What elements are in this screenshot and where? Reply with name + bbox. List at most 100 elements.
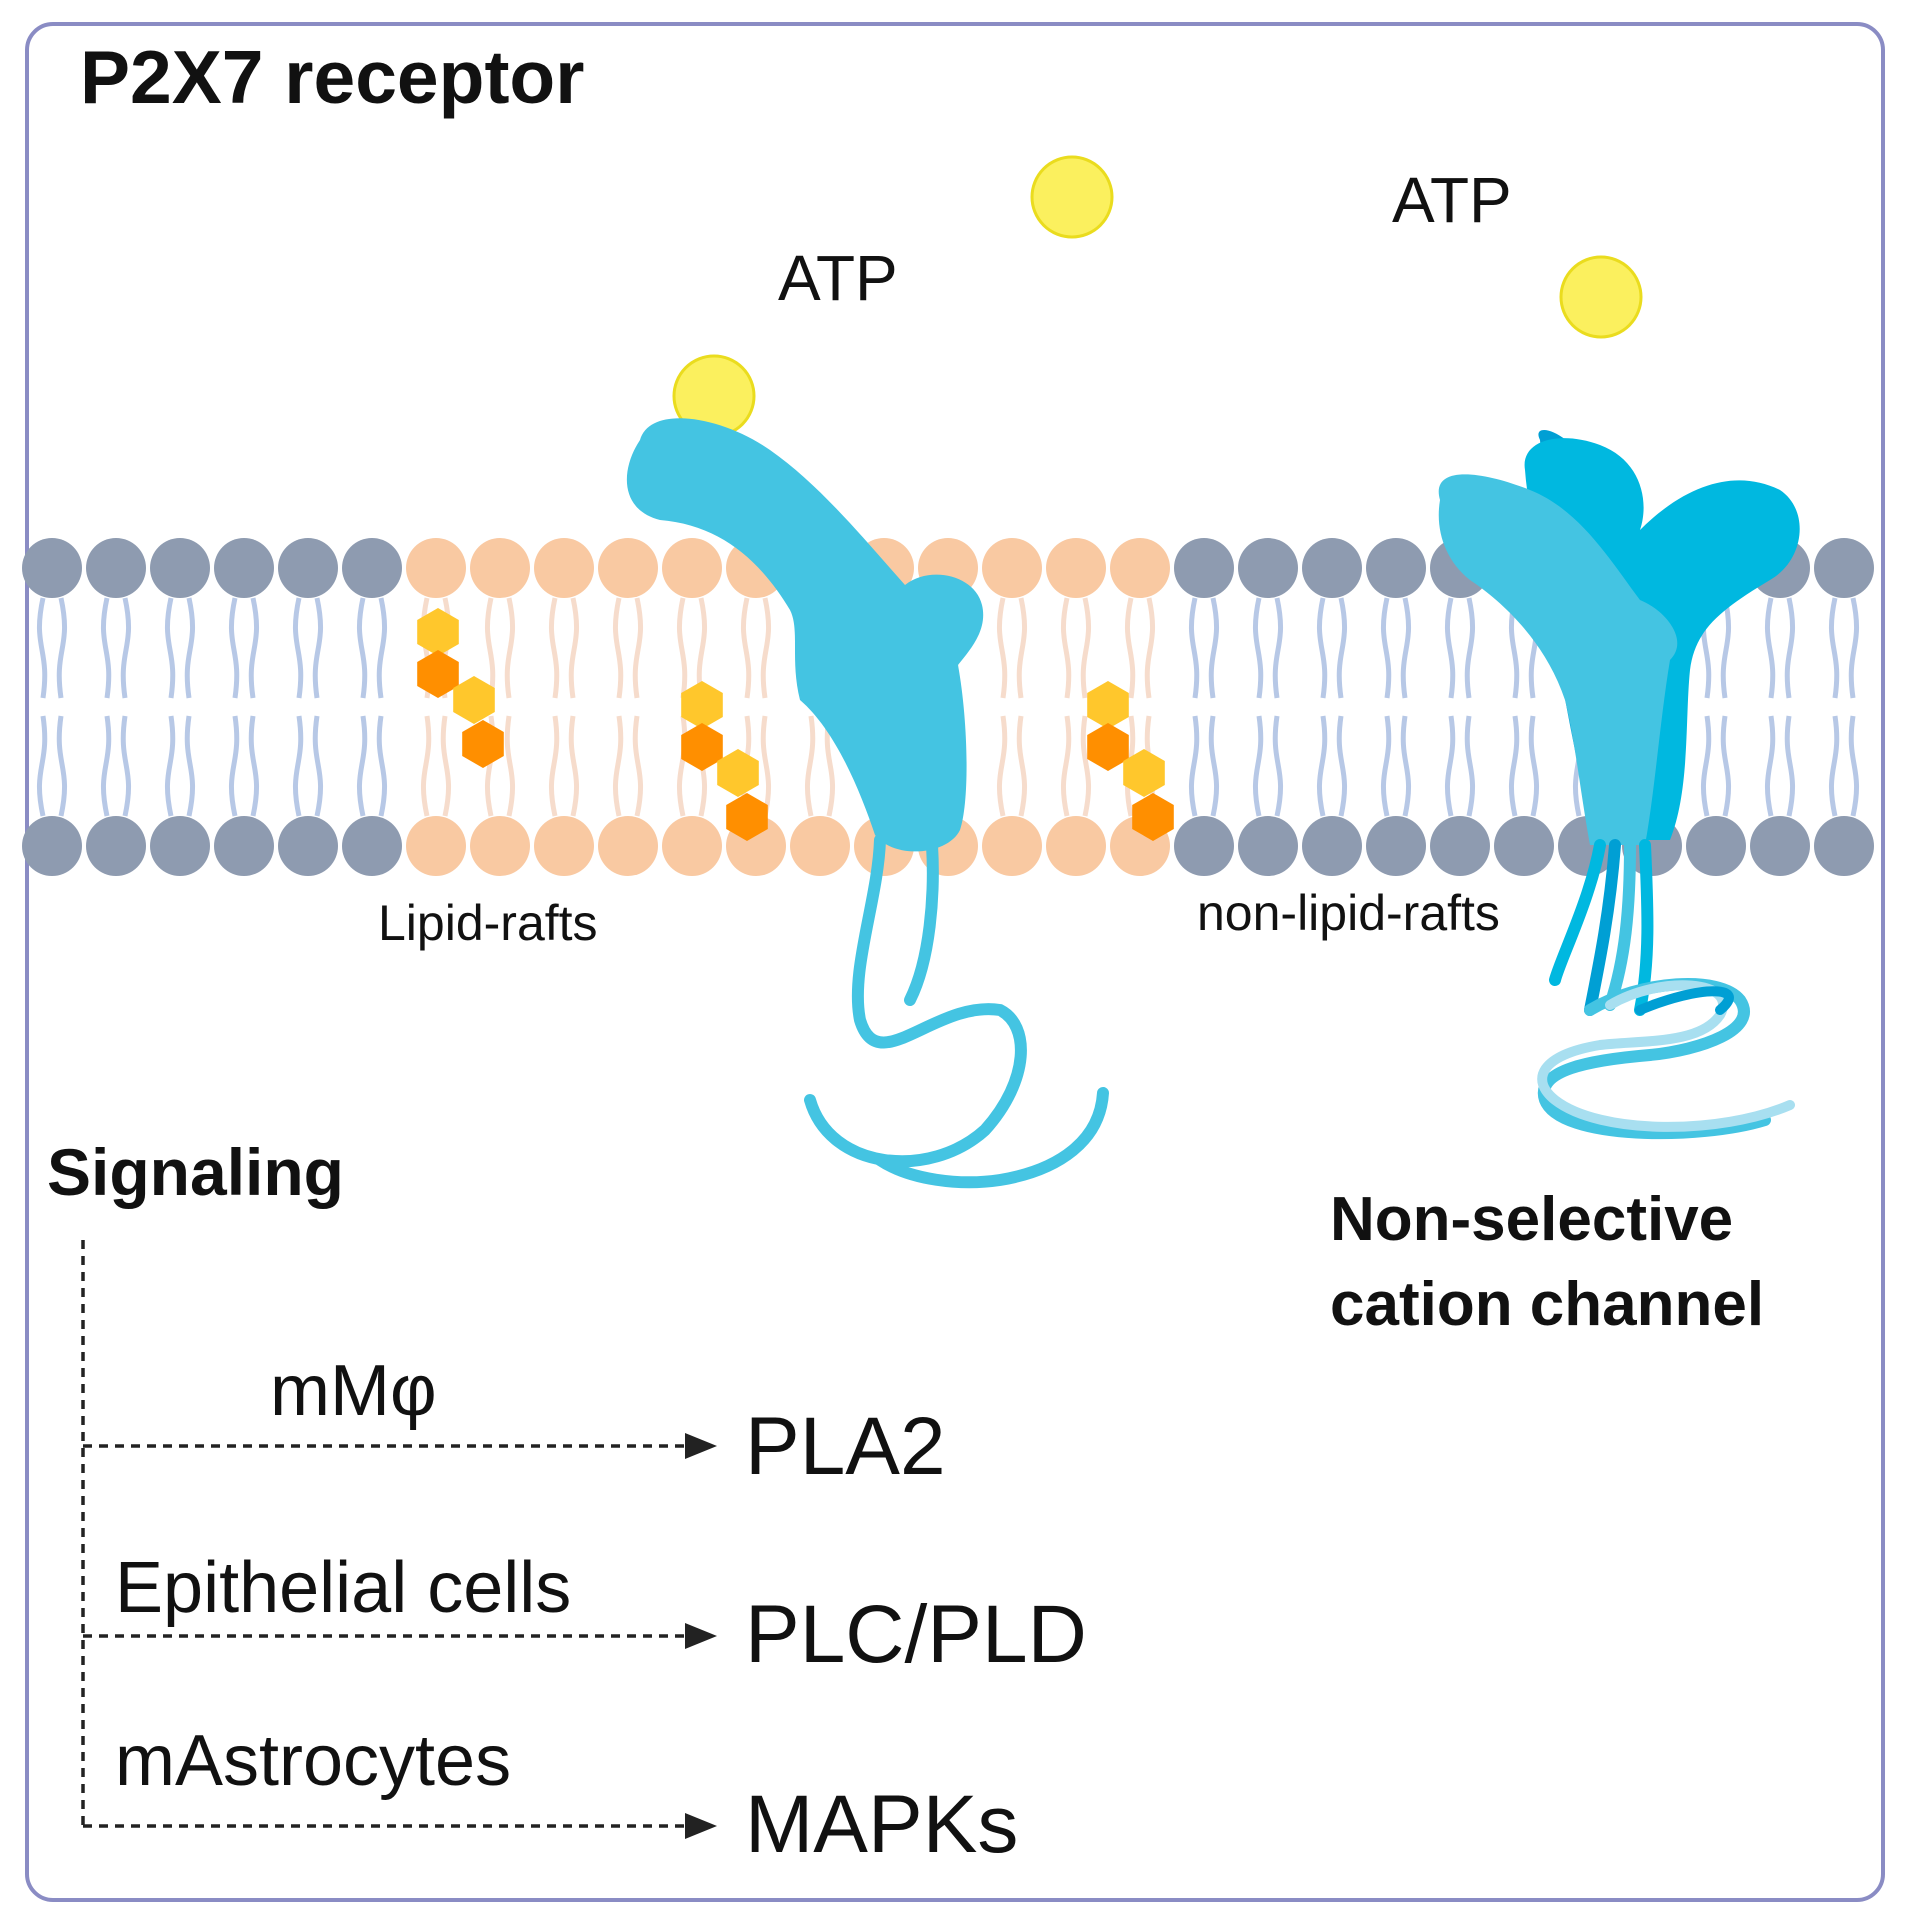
lipid-tail — [740, 597, 752, 699]
lipid-tail — [1316, 715, 1328, 817]
lipid-head — [86, 538, 146, 598]
lipid-tail — [228, 715, 240, 817]
cholesterol-ring — [453, 676, 495, 724]
lipid-tail — [1464, 597, 1476, 699]
lipid-tail — [1060, 597, 1072, 699]
lipid-tail — [1080, 597, 1092, 699]
lipid-tail — [228, 597, 240, 699]
lipid-tail — [1188, 597, 1200, 699]
cholesterol-ring — [681, 723, 723, 771]
cholesterol-ring — [681, 681, 723, 729]
lipid-tail — [1336, 597, 1348, 699]
lipid-tail — [376, 597, 388, 699]
cholesterol-ring — [417, 650, 459, 698]
lipid-tail — [1016, 597, 1028, 699]
lipid-tail — [1252, 715, 1264, 817]
lipid-tail — [164, 715, 176, 817]
lipid-head — [1430, 816, 1490, 876]
raft-lipid-head — [406, 538, 466, 598]
lipid-tail — [376, 715, 388, 817]
lipid-tail — [632, 597, 644, 699]
cholesterol-molecule — [417, 608, 504, 768]
cholesterol-ring — [417, 608, 459, 656]
lipid-tail — [1848, 597, 1860, 699]
lipid-head — [342, 538, 402, 598]
raft-lipid-head — [662, 816, 722, 876]
channel-tail — [1584, 839, 1621, 1016]
raft-lipid-head — [598, 816, 658, 876]
channel-label-line-1: Non-selective — [1330, 1185, 1733, 1254]
channel-tail — [1549, 839, 1606, 986]
lipid-tail — [36, 597, 48, 699]
raft-lipid-head — [470, 816, 530, 876]
cholesterol-ring — [1087, 681, 1129, 729]
lipid-head — [1302, 816, 1362, 876]
lipid-tail — [1380, 597, 1392, 699]
lipid-tail — [504, 597, 516, 699]
raft-lipid-head — [598, 538, 658, 598]
arrowhead-icon — [685, 1433, 717, 1459]
lipid-bilayer — [22, 538, 1874, 876]
lipid-tail — [1316, 597, 1328, 699]
lipid-tail — [760, 597, 772, 699]
lipid-head — [278, 538, 338, 598]
lipid-tail — [1764, 597, 1776, 699]
lipid-tail — [120, 597, 132, 699]
lipid-head — [1494, 816, 1554, 876]
lipid-tail — [1764, 715, 1776, 817]
lipid-head — [342, 816, 402, 876]
receptor-c-terminal-tail — [804, 834, 1027, 1168]
lipid-head — [1238, 538, 1298, 598]
lipid-tail — [1380, 715, 1392, 817]
lipid-tail — [1508, 715, 1520, 817]
lipid-tail — [1400, 715, 1412, 817]
lipid-tail — [356, 597, 368, 699]
lipid-tail — [1700, 715, 1712, 817]
receptor-n-terminal-tail — [904, 839, 939, 1006]
lipid-tail — [56, 715, 68, 817]
lipid-tail — [100, 715, 112, 817]
cholesterol-molecule — [681, 681, 768, 841]
atp-molecule — [1559, 255, 1643, 339]
lipid-tail — [1784, 597, 1796, 699]
cholesterol-ring — [1132, 793, 1174, 841]
lipid-head — [1174, 816, 1234, 876]
atp-label: ATP — [778, 242, 898, 314]
lipid-tail — [1400, 597, 1412, 699]
lipid-head — [150, 538, 210, 598]
lipid-tail — [1720, 597, 1732, 699]
lipid-tail — [1208, 597, 1220, 699]
raft-lipid-head — [406, 816, 466, 876]
cholesterol-ring — [726, 793, 768, 841]
raft-lipid-head — [790, 816, 850, 876]
lipid-tail — [36, 715, 48, 817]
lipid-tail — [248, 597, 260, 699]
lipid-tail — [632, 715, 644, 817]
signaling-heading: Signaling — [47, 1135, 344, 1209]
lipid-head — [1814, 816, 1874, 876]
receptor-body — [626, 418, 984, 852]
pathway-cell-type: mAstrocytes — [115, 1721, 511, 1801]
p2x7-receptor-trimer — [1438, 430, 1800, 1140]
lipid-head — [1686, 816, 1746, 876]
cholesterol-ring — [462, 720, 504, 768]
lipid-tail — [996, 597, 1008, 699]
lipid-tail — [548, 597, 560, 699]
receptor-subunit-front — [1438, 474, 1678, 845]
lipid-tail — [1464, 715, 1476, 817]
lipid-tail — [484, 597, 496, 699]
receptor-tail-loop — [874, 1087, 1109, 1189]
channel-loop — [1635, 986, 1734, 1015]
lipid-tail — [292, 715, 304, 817]
lipid-tail — [1144, 597, 1156, 699]
non-lipid-raft-label: non-lipid-rafts — [1197, 885, 1500, 941]
pathway-target: MAPKs — [745, 1779, 1018, 1870]
cholesterol-group — [417, 608, 1174, 841]
lipid-tail — [804, 715, 816, 817]
lipid-tail — [1784, 715, 1796, 817]
lipid-tail — [1528, 715, 1540, 817]
lipid-tail — [676, 597, 688, 699]
channel-tail — [1604, 839, 1636, 1011]
lipid-head — [1814, 538, 1874, 598]
lipid-head — [150, 816, 210, 876]
